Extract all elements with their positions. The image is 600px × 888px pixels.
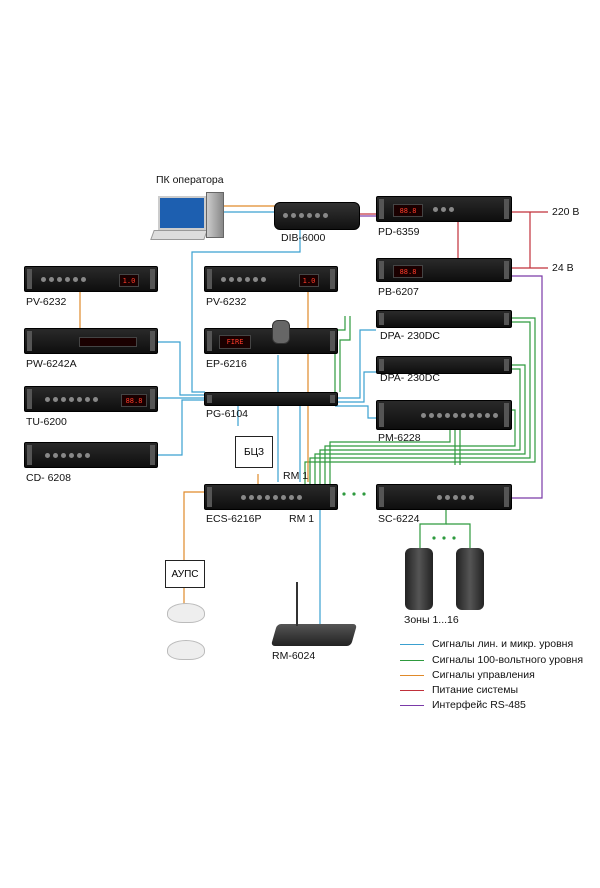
- pv-left-device: 1.0: [24, 266, 158, 292]
- legend-swatch: [400, 643, 424, 645]
- legend-text: Питание системы: [432, 684, 519, 696]
- tu-device: 88.8: [24, 386, 158, 412]
- dib-device: [274, 202, 360, 230]
- cd-device: [24, 442, 158, 468]
- pv-mid-label: PV-6232: [206, 296, 247, 308]
- bcz-box: БЦЗ: [235, 436, 273, 468]
- rs485-wires: [360, 215, 543, 499]
- sc-device: [376, 484, 512, 510]
- pb-label: PB-6207: [378, 286, 419, 298]
- pv-left-label: PV-6232: [26, 296, 67, 308]
- operator-pc: [150, 188, 224, 244]
- dpa1-device: [376, 310, 512, 328]
- legend-item: Питание системы: [400, 684, 518, 696]
- sc-label: SC-6224: [378, 513, 420, 525]
- remote-mic-console-icon: [270, 624, 358, 646]
- power-wires: [360, 211, 548, 269]
- legend-item: Сигналы лин. и микр. уровня: [400, 638, 573, 650]
- microphone-icon: [272, 320, 290, 344]
- ep-label: EP-6216: [206, 358, 247, 370]
- legend-item: Интерфейс RS-485: [400, 699, 526, 711]
- speaker-right-icon: [456, 548, 484, 610]
- pw-device: [24, 328, 158, 354]
- pg-device: [204, 392, 338, 406]
- legend-text: Сигналы лин. и микр. уровня: [432, 638, 574, 650]
- smoke-detector-icon: [167, 640, 205, 660]
- pb-device: 88.8: [376, 258, 512, 282]
- cd-label: CD- 6208: [26, 472, 71, 484]
- legend-text: Интерфейс RS-485: [432, 699, 526, 711]
- pv-mid-device: 1.0: [204, 266, 338, 292]
- pg-label: PG-6104: [206, 408, 249, 420]
- legend-item: Сигналы 100-вольтного уровня: [400, 654, 583, 666]
- pd-device: 88.8: [376, 196, 512, 222]
- pd-label: PD-6359: [378, 226, 420, 238]
- ecs-label: ECS-6216P: [206, 513, 262, 525]
- tu-label: TU-6200: [26, 416, 67, 428]
- power-24-label: 24 В: [552, 262, 574, 274]
- aups-box: АУПС: [165, 560, 205, 588]
- pm-label: PM-6228: [378, 432, 421, 444]
- dpa1-label: DPA- 230DC: [380, 330, 440, 342]
- rm-label: RM-6024: [272, 650, 316, 662]
- pm-device: [376, 400, 512, 430]
- legend-swatch: [400, 689, 424, 691]
- keyboard-icon: [150, 230, 208, 240]
- dpa2-label: DPA- 230DC: [380, 372, 440, 384]
- legend-item: Сигналы управления: [400, 669, 535, 681]
- fire-display: FIRE: [219, 335, 251, 349]
- pc-tower-icon: [206, 192, 224, 238]
- link-dots: [342, 492, 456, 540]
- ecs-device: [204, 484, 338, 510]
- pw-label: PW-6242A: [26, 358, 77, 370]
- hundred-volt-wires: [304, 316, 536, 548]
- line-level-wires: [155, 211, 376, 628]
- dib-label: DIB-6000: [281, 232, 326, 244]
- power-220-label: 220 В: [552, 206, 580, 218]
- zones-label: Зоны 1...16: [404, 614, 459, 626]
- dpa2-device: [376, 356, 512, 374]
- pd-display: 88.8: [393, 204, 423, 217]
- legend-text: Сигналы управления: [432, 669, 535, 681]
- legend-swatch: [400, 674, 424, 676]
- pb-display: 88.8: [393, 265, 423, 278]
- smoke-detector-icon: [167, 603, 205, 623]
- pc-label: ПК оператора: [156, 174, 224, 186]
- rm1-top-label: RM 1: [283, 470, 309, 482]
- ep-device: FIRE: [204, 328, 338, 354]
- legend-swatch: [400, 659, 424, 661]
- monitor-icon: [158, 196, 206, 230]
- gooseneck-mic-icon: [296, 582, 298, 626]
- legend-swatch: [400, 704, 424, 706]
- legend-text: Сигналы 100-вольтного уровня: [432, 654, 584, 666]
- rm1-bottom-label: RM 1: [289, 513, 315, 525]
- speaker-left-icon: [405, 548, 433, 610]
